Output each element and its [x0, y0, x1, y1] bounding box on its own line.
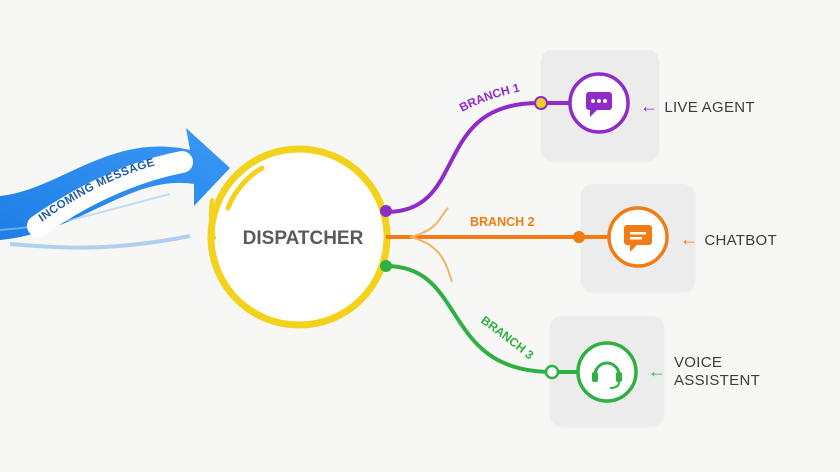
chatbot-label: ←CHATBOT	[680, 229, 777, 249]
branch-1-end-dot	[534, 96, 548, 110]
headset-icon	[576, 341, 638, 403]
branch-2: BRANCH 2	[386, 207, 610, 283]
branch-2-label: BRANCH 2	[470, 215, 535, 229]
branch-3: BRANCH 3	[380, 260, 580, 380]
branch-3-start-dot	[380, 260, 392, 272]
dispatcher-node: DISPATCHER	[207, 145, 391, 329]
incoming-message-arrow: INCOMING MESSAGE	[0, 128, 230, 250]
live-agent-label: ←LIVE AGENT	[640, 96, 755, 116]
branch-1: BRANCH 1	[380, 81, 570, 217]
branch-2-end-dot	[573, 231, 585, 243]
chat-dots-icon	[568, 72, 630, 134]
arrow-left-icon: ←	[648, 361, 667, 381]
dispatcher-label: DISPATCHER	[243, 228, 364, 249]
branch-1-start-dot	[380, 205, 392, 217]
voice-assistent-label: ← VOICE ASSISTENT	[648, 354, 761, 389]
arrow-left-icon: ←	[640, 96, 659, 116]
arrow-left-icon: ←	[680, 229, 699, 249]
branch-3-end-dot	[544, 364, 560, 380]
branch-1-label: BRANCH 1	[457, 81, 521, 115]
message-lines-icon	[607, 206, 669, 268]
